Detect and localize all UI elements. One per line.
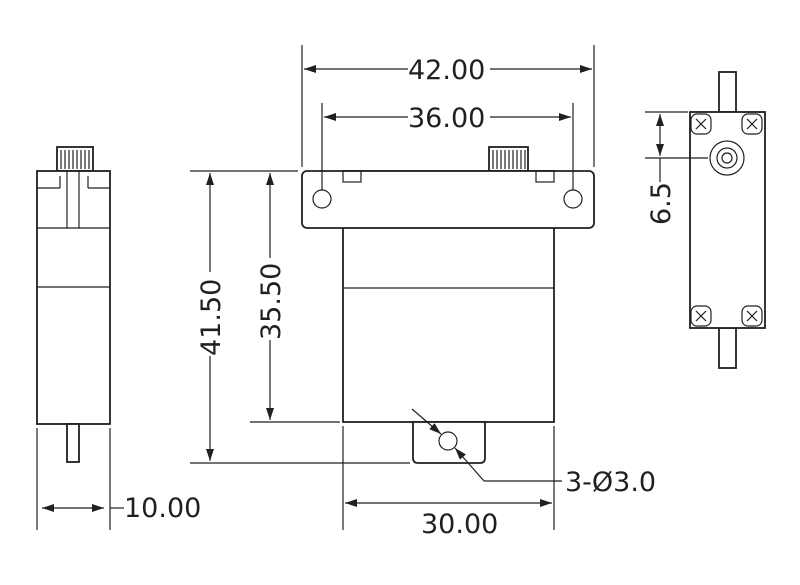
side-view: 10.00 <box>36 146 201 530</box>
front-view: 42.00 36.00 41.50 35.50 30.00 3-Ø3.0 <box>190 45 656 540</box>
body-height-label: 35.50 <box>256 263 287 340</box>
hole-spacing-label: 36.00 <box>408 103 485 134</box>
total-height-label: 41.50 <box>196 279 227 356</box>
hole-callout-label: 3-Ø3.0 <box>565 467 656 498</box>
overall-width-label: 42.00 <box>408 55 485 86</box>
mount-hole-bottom <box>438 431 458 451</box>
body-width-label: 30.00 <box>421 509 498 540</box>
shaft-offset-label: 6.5 <box>646 182 677 225</box>
top-view: 6.5 <box>645 71 766 369</box>
output-shaft-outer <box>709 140 745 176</box>
output-shaft-inner <box>716 147 738 169</box>
depth-dimension-label: 10.00 <box>124 493 201 524</box>
